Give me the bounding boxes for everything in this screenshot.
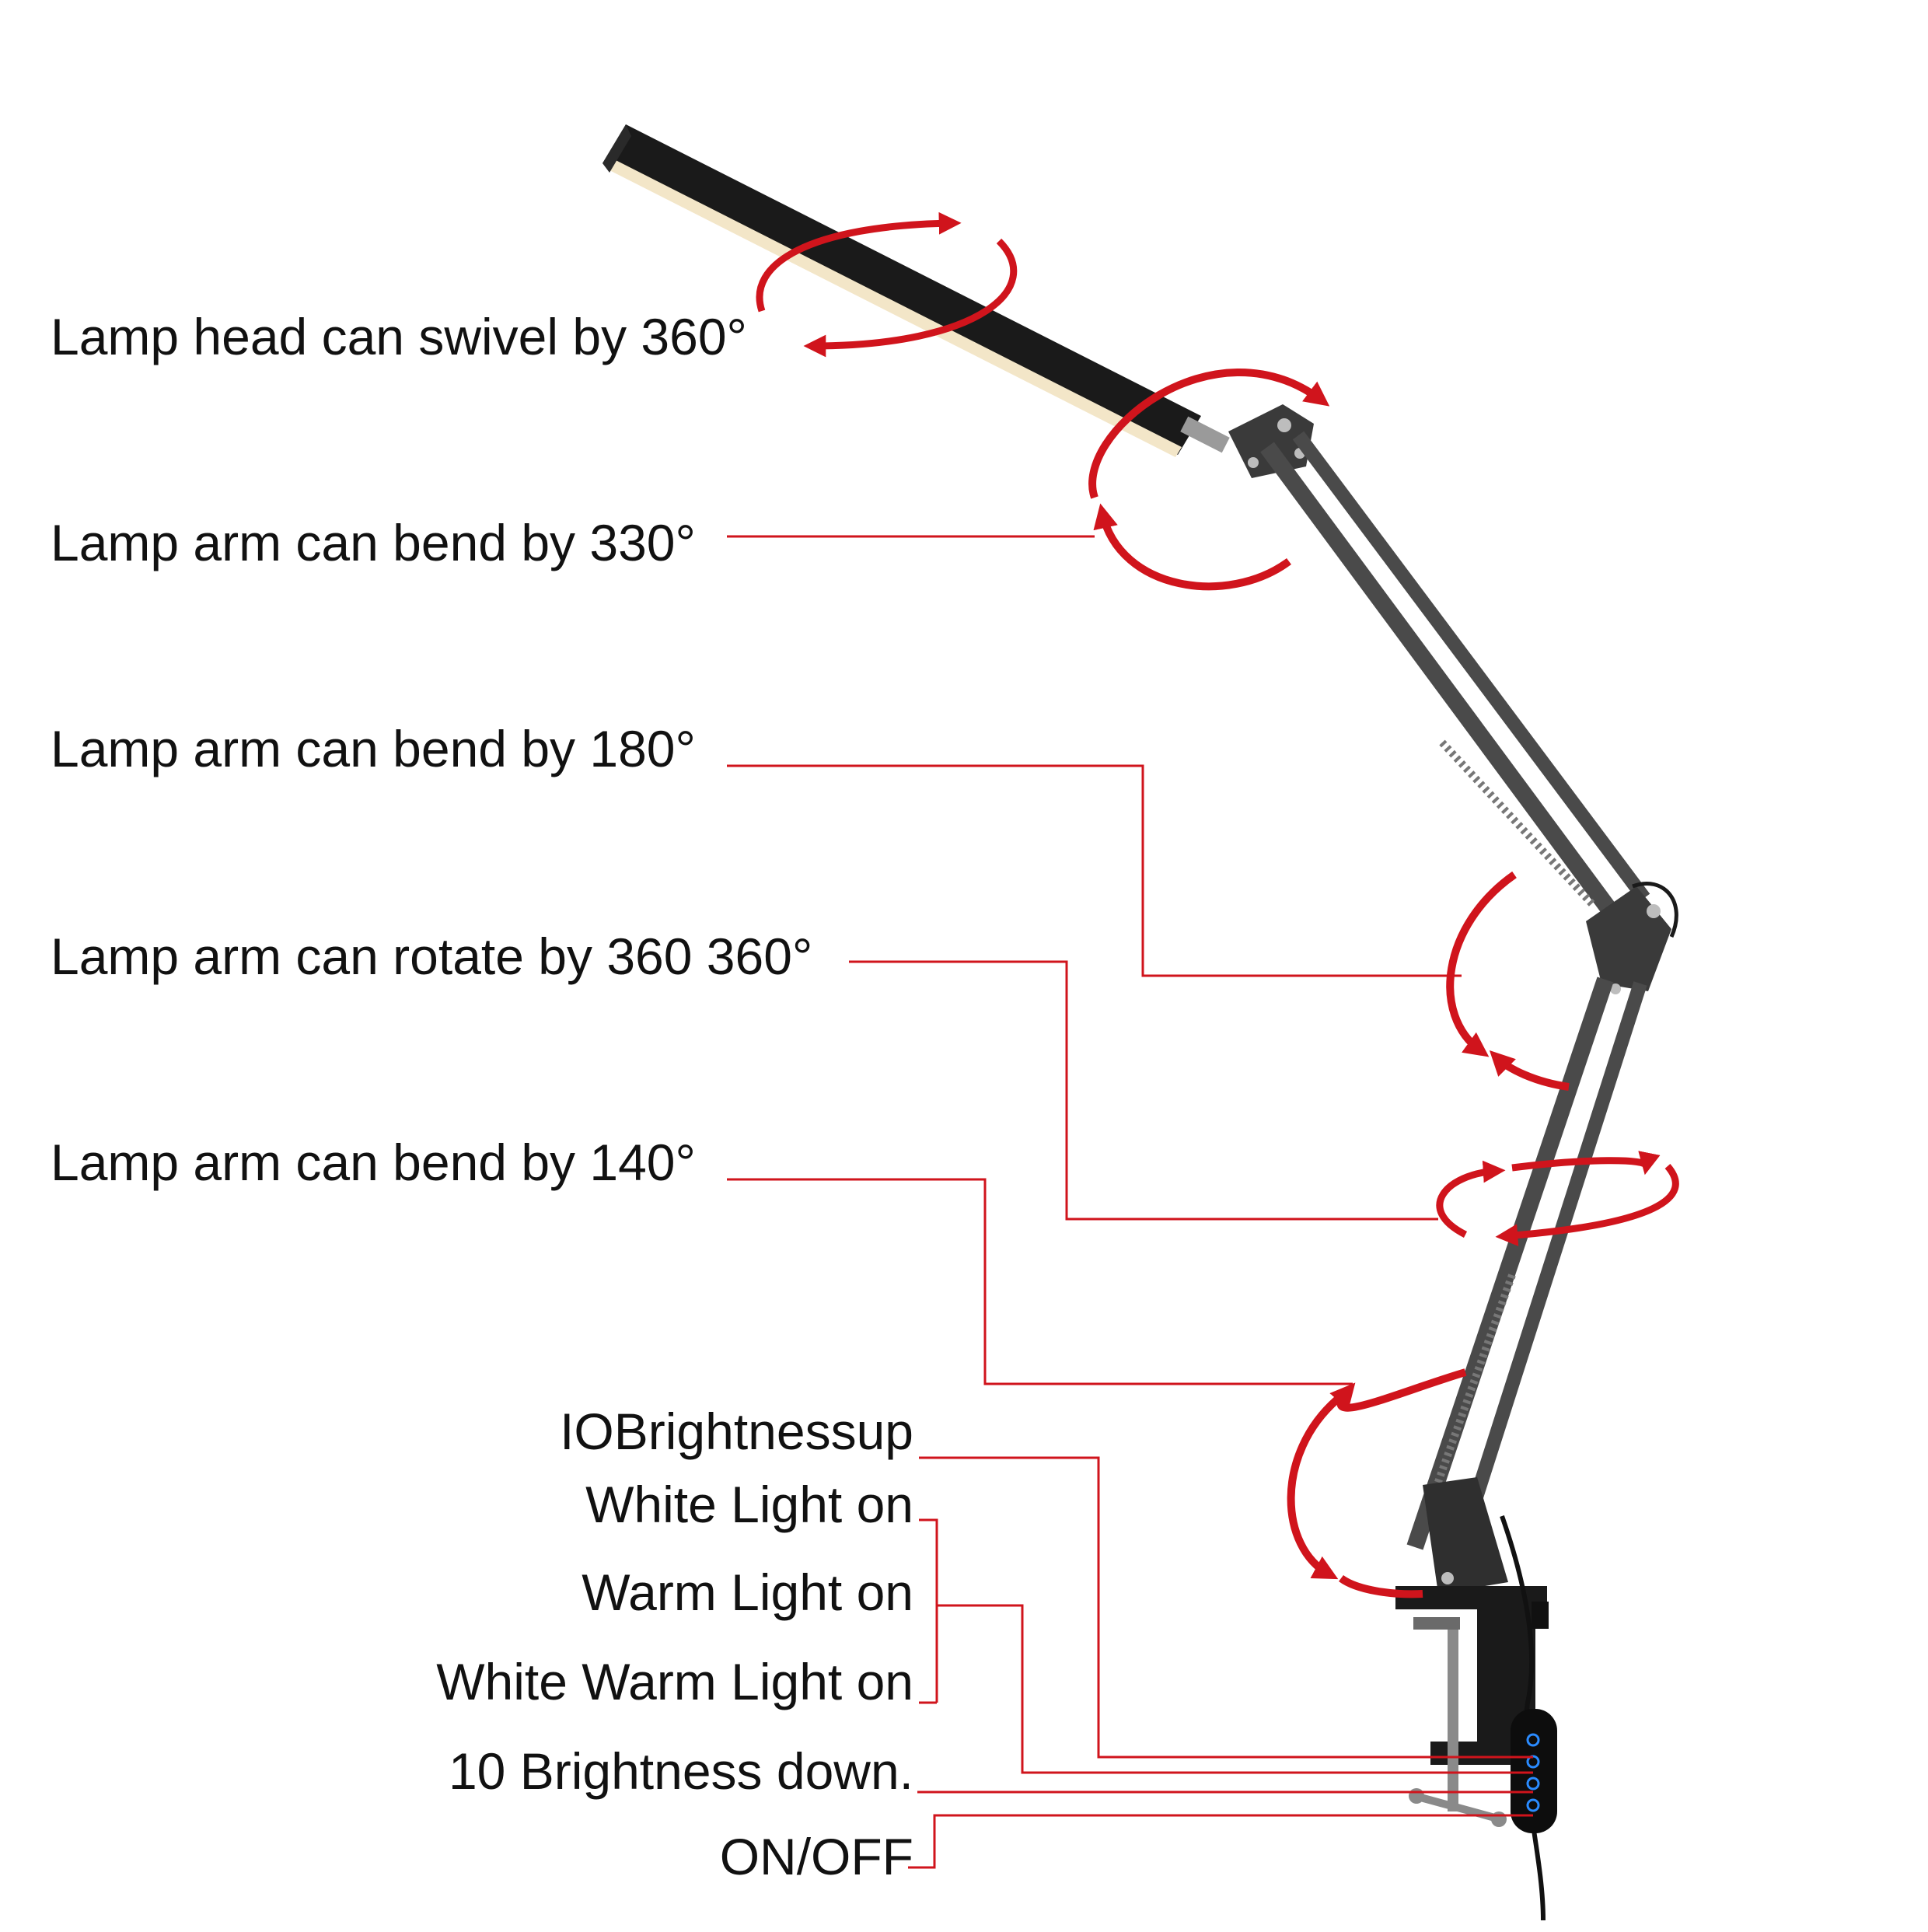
- leader-white-light: [919, 1518, 938, 1703]
- label-head-swivel: Lamp head can swivel by 360°: [51, 308, 747, 365]
- label-on-off: ON/OFF: [719, 1828, 913, 1885]
- lower-arm: [1406, 976, 1647, 1550]
- lamp-head: [602, 124, 1201, 457]
- label-white-light: White Light on: [585, 1476, 913, 1533]
- elbow-bend-arrows: [1446, 871, 1570, 1091]
- head-swivel-arrows: [756, 211, 1018, 358]
- label-white-warm-light: White Warm Light on: [436, 1653, 913, 1710]
- base-bend-arrows: [1287, 1368, 1467, 1598]
- label-brightness-down: 10 Brightness down.: [448, 1742, 913, 1800]
- leader-arm-bend-140: [727, 1178, 1353, 1385]
- leader-arm-rotate-360: [849, 960, 1438, 1221]
- label-arm-rotate-360: Lamp arm can rotate by 360 360°: [51, 928, 813, 985]
- head-neck-joint: [1180, 404, 1314, 478]
- label-brightness-up: IOBrightnessup: [560, 1403, 913, 1460]
- leader-arm-bend-180: [727, 764, 1462, 977]
- head-bend-arrows: [1088, 369, 1330, 591]
- control-pad: [1511, 1709, 1557, 1833]
- leader-brightness-up: [919, 1456, 1533, 1759]
- leader-on-off: [908, 1814, 1533, 1869]
- power-cord: [1500, 1515, 1549, 1921]
- leader-warm-light: [937, 1604, 1533, 1774]
- callout-lines: [727, 535, 1533, 1869]
- upper-arm: [1260, 431, 1650, 931]
- label-warm-light: Warm Light on: [582, 1563, 913, 1621]
- elbow-joint: [1586, 881, 1678, 994]
- arm-rotate-arrows: [1436, 1151, 1679, 1247]
- label-arm-bend-140: Lamp arm can bend by 140°: [51, 1134, 696, 1191]
- label-arm-bend-180: Lamp arm can bend by 180°: [51, 720, 696, 777]
- base-joint: [1423, 1477, 1508, 1594]
- label-arm-bend-330: Lamp arm can bend by 330°: [51, 514, 696, 571]
